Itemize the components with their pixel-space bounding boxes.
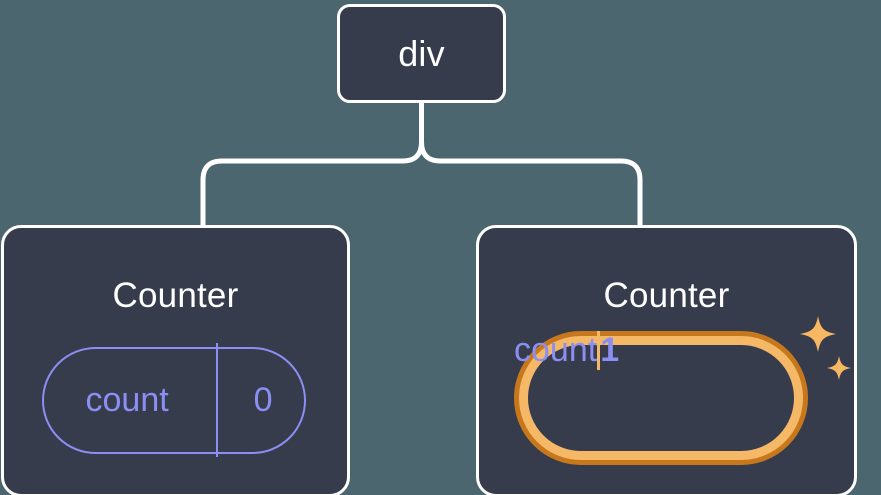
- state-key-label: count: [514, 331, 598, 369]
- connector-right: [419, 100, 643, 228]
- node-div[interactable]: div: [337, 4, 506, 103]
- state-value-label: 0: [253, 380, 273, 419]
- connector-left: [200, 100, 424, 228]
- state-key-label: count: [85, 380, 169, 419]
- state-pill-right-cells: count 1: [514, 331, 619, 370]
- node-counter-left-title: Counter: [112, 276, 239, 315]
- state-pill-right[interactable]: count 1: [514, 331, 810, 467]
- state-pill-left[interactable]: count 0: [38, 343, 308, 457]
- state-pill-left-value-cell: 0: [216, 343, 308, 457]
- node-div-label: div: [398, 32, 445, 74]
- node-counter-right-title: Counter: [603, 276, 730, 315]
- state-pill-left-key-cell: count: [38, 343, 216, 457]
- state-pill-right-glow-ring: [514, 331, 808, 465]
- state-pill-left-cells: count 0: [38, 343, 308, 457]
- state-pill-left-outline: [42, 347, 306, 454]
- state-value-label: 1: [600, 331, 620, 369]
- state-pill-right-key-cell: count: [514, 331, 597, 370]
- state-pill-right-value-cell: 1: [597, 331, 619, 370]
- state-pill-right-outline: [519, 336, 803, 460]
